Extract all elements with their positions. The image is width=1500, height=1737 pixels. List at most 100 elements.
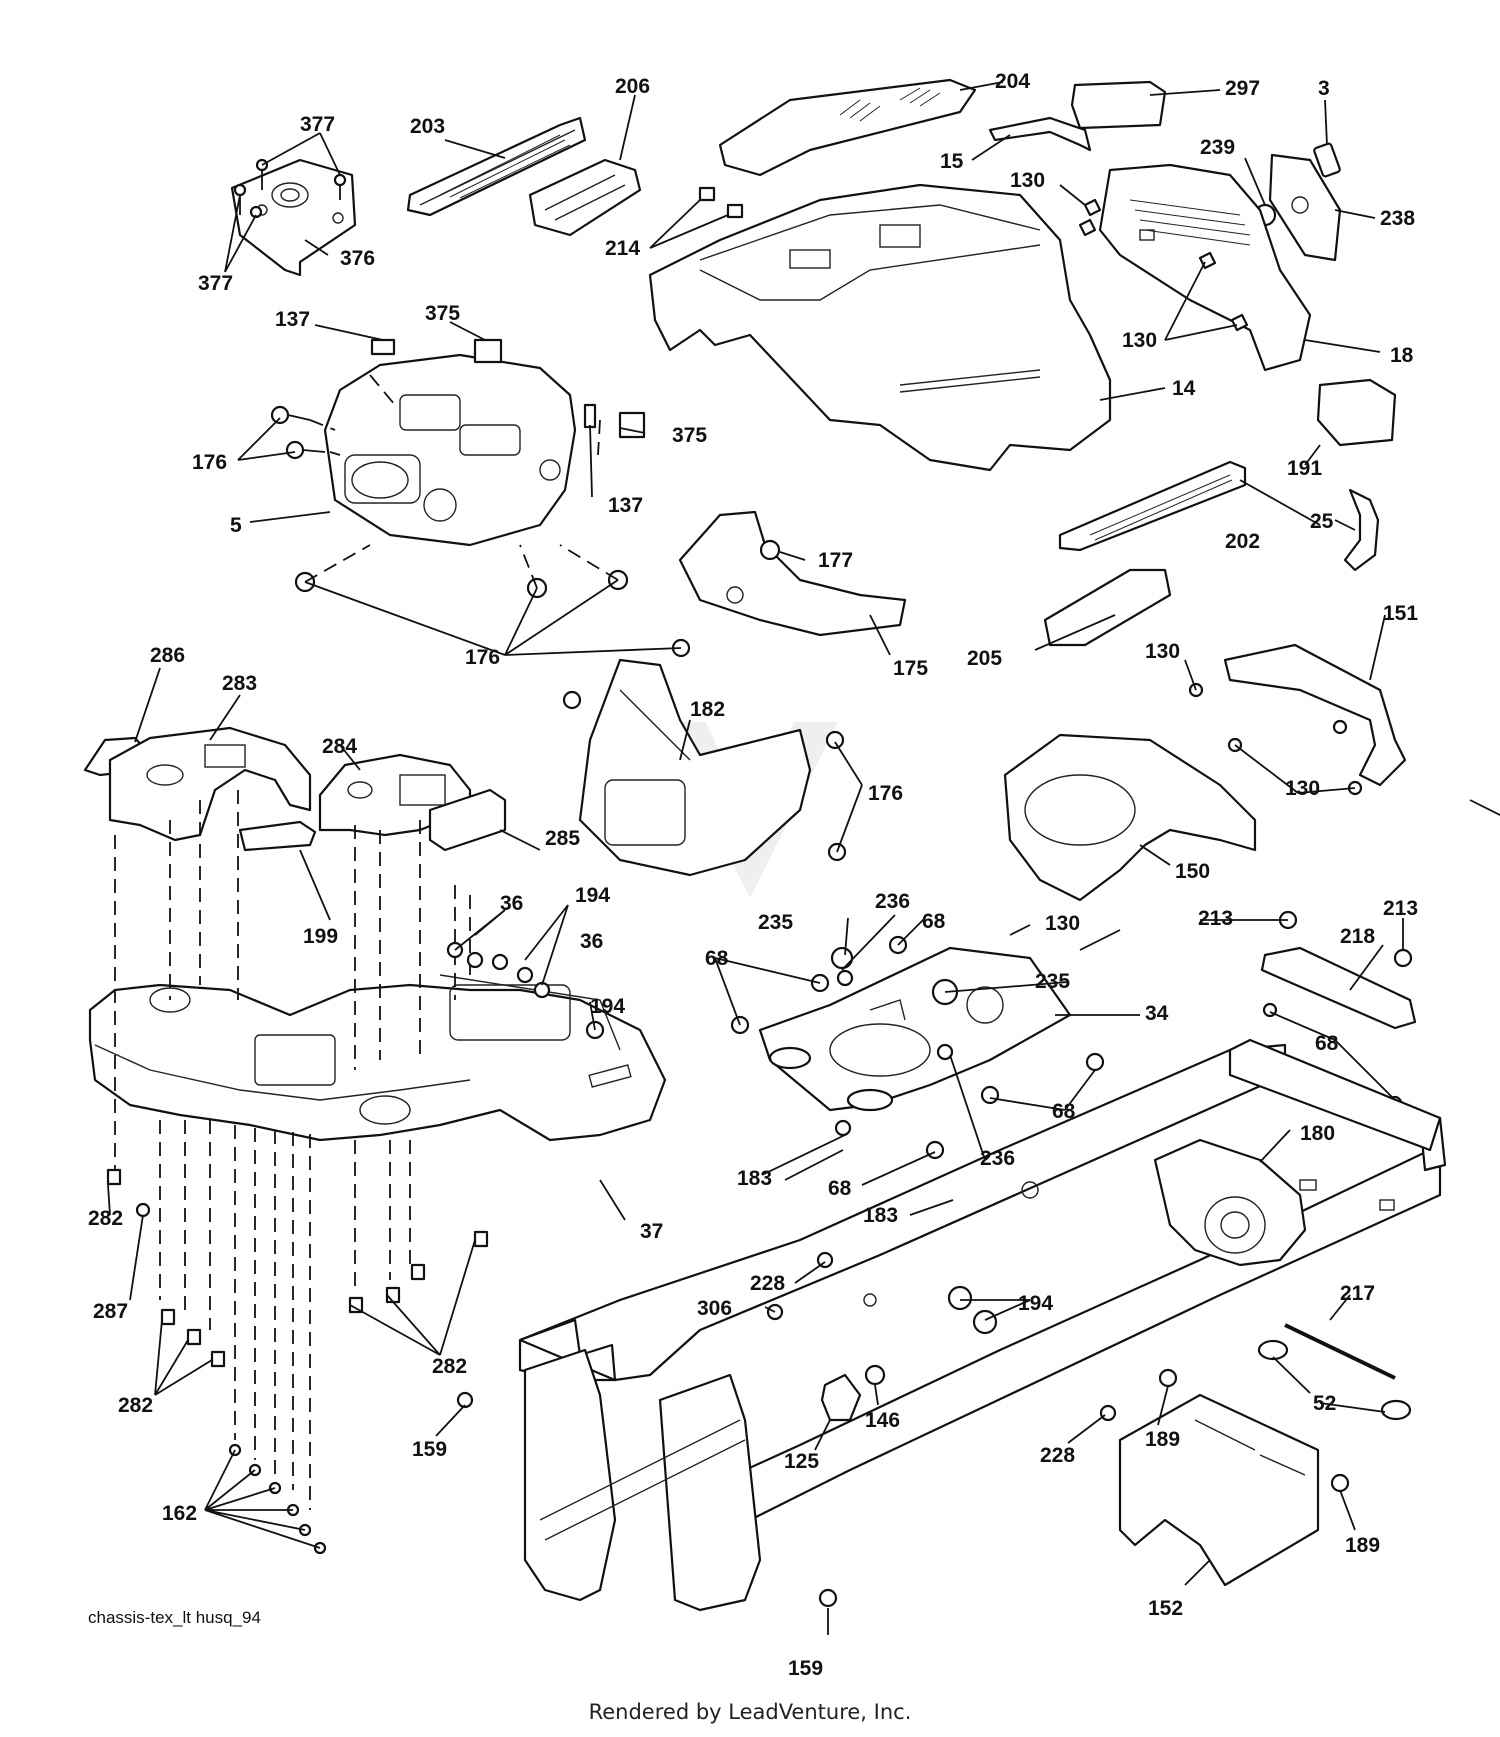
screws-162: [228, 1443, 327, 1555]
mount-plate-34: [758, 946, 1072, 1112]
label-306: 306: [697, 1297, 732, 1320]
label-130e: 130: [1045, 912, 1080, 935]
transmission-180: [1153, 1138, 1307, 1267]
label-18: 18: [1390, 344, 1414, 367]
clips-282: [106, 1168, 489, 1368]
label-176c: 176: [868, 782, 903, 805]
leader-lines: [107, 81, 1500, 1635]
label-183a: 183: [737, 1167, 772, 1190]
duct-206: [528, 158, 642, 237]
label-194b: 194: [590, 995, 625, 1018]
label-376: 376: [340, 247, 375, 270]
label-183b: 183: [863, 1204, 898, 1227]
label-146: 146: [865, 1409, 900, 1432]
label-282b: 282: [118, 1394, 153, 1417]
render-credit: Rendered by LeadVenture, Inc.: [588, 1700, 912, 1724]
label-214: 214: [605, 237, 640, 260]
label-228b: 228: [1040, 1444, 1075, 1467]
hood-14: [648, 183, 1112, 472]
label-218: 218: [1340, 925, 1375, 948]
screw-159a: [456, 1391, 474, 1409]
label-194c: 194: [1018, 1292, 1053, 1315]
bracket-175: [678, 510, 907, 637]
label-137b: 137: [608, 494, 643, 517]
pin-137b: [583, 403, 597, 429]
rod-217: [1284, 1323, 1396, 1380]
label-130d: 130: [1285, 777, 1320, 800]
part-297: [1070, 80, 1167, 130]
label-203: 203: [410, 115, 445, 138]
label-68e: 68: [828, 1177, 852, 1200]
part-191: [1316, 378, 1397, 447]
label-152: 152: [1148, 1597, 1183, 1620]
label-125: 125: [784, 1450, 819, 1473]
label-159a: 159: [412, 1438, 447, 1461]
part-labels: 377 377 376 203 206 204 297 3 15 130 239…: [88, 70, 1418, 1680]
part-125: [820, 1373, 862, 1422]
label-162: 162: [162, 1502, 197, 1525]
bolt-228b: [1099, 1404, 1117, 1422]
label-375b: 375: [672, 424, 707, 447]
shield-152: [1118, 1368, 1350, 1587]
label-130b: 130: [1122, 329, 1157, 352]
nut-194c-b: [972, 1309, 998, 1335]
label-286: 286: [150, 644, 185, 667]
label-189b: 189: [1345, 1534, 1380, 1557]
label-213b: 213: [1383, 897, 1418, 920]
fender-cover-283: [108, 726, 312, 842]
label-236b: 236: [980, 1147, 1015, 1170]
label-25: 25: [1310, 510, 1334, 533]
bolts-36-194: [446, 941, 605, 1040]
label-206: 206: [615, 75, 650, 98]
label-284: 284: [322, 735, 357, 758]
part-199: [238, 820, 317, 852]
label-151: 151: [1383, 602, 1418, 625]
bushing-236a: [836, 969, 854, 987]
plug-375b: [618, 411, 646, 439]
label-213a: 213: [1198, 907, 1233, 930]
console-182: [578, 658, 812, 877]
nut-194c-a: [947, 1285, 973, 1311]
label-137a: 137: [275, 308, 310, 331]
bracket-218: [1260, 910, 1417, 1111]
label-36b: 36: [580, 930, 603, 953]
label-177: 177: [818, 549, 853, 572]
duct-205: [1043, 568, 1172, 647]
dashes-176: [304, 374, 619, 589]
screws-377: [233, 158, 347, 219]
label-287: 287: [93, 1300, 128, 1323]
diagram-caption: chassis-tex_lt husq_94: [88, 1608, 261, 1627]
label-68c: 68: [1315, 1032, 1339, 1055]
label-182: 182: [690, 698, 725, 721]
pin-137a: [370, 338, 396, 356]
label-199: 199: [303, 925, 338, 948]
label-52: 52: [1313, 1392, 1336, 1415]
tray-150: [1003, 733, 1257, 902]
label-236a: 236: [875, 890, 910, 913]
plug-375a: [473, 338, 503, 364]
label-217: 217: [1340, 1282, 1375, 1305]
label-37: 37: [640, 1220, 663, 1243]
label-15: 15: [940, 150, 964, 173]
label-202: 202: [1225, 530, 1260, 553]
nut-52a: [1257, 1339, 1289, 1361]
label-204: 204: [995, 70, 1030, 93]
part-25: [1343, 488, 1380, 572]
label-176a: 176: [192, 451, 227, 474]
label-130a: 130: [1010, 169, 1045, 192]
label-176b: 176: [465, 646, 500, 669]
label-150: 150: [1175, 860, 1210, 883]
label-235b: 235: [1035, 970, 1070, 993]
label-68b: 68: [705, 947, 729, 970]
label-14: 14: [1172, 377, 1196, 400]
label-191: 191: [1287, 457, 1322, 480]
grille-202: [1058, 460, 1247, 552]
label-175: 175: [893, 657, 928, 680]
nut-52b: [1380, 1399, 1412, 1421]
label-34: 34: [1145, 1002, 1169, 1025]
dash-panel-5: [323, 353, 577, 547]
grille-203: [406, 116, 587, 217]
pin-146: [864, 1364, 886, 1386]
